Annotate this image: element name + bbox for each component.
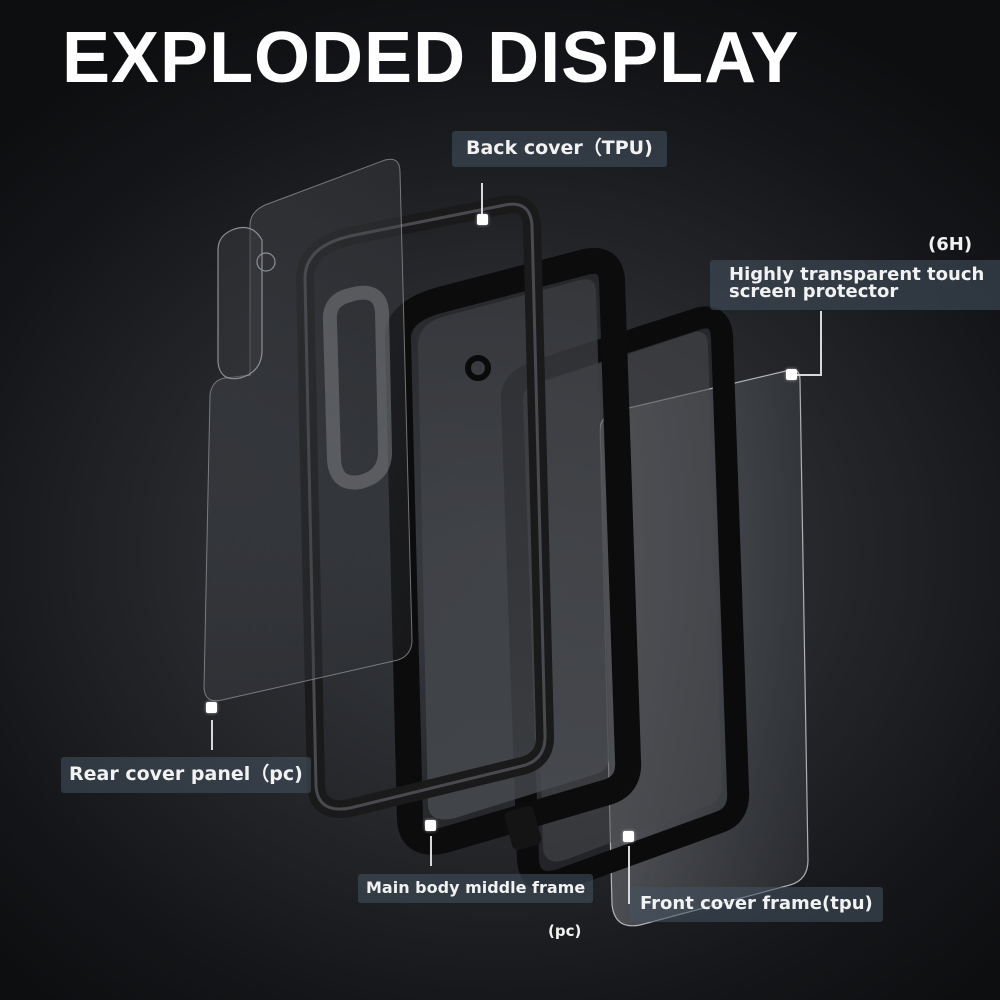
connector-line-back-cover: [481, 183, 483, 215]
connector-line-rear-cover: [211, 720, 213, 750]
marker-dot-back-cover: [477, 214, 488, 225]
label-front-cover-frame: Front cover frame(tpu): [630, 887, 883, 922]
label-main-body-frame: Main body middle frame: [358, 874, 594, 903]
connector-line-screen-protector-v: [820, 311, 822, 375]
marker-dot-main-body: [425, 820, 436, 831]
label-screen-hardness: (6H): [928, 234, 973, 255]
main-body-frame-layer: [384, 247, 642, 855]
label-screen-protector-line2: screen protector: [729, 281, 899, 303]
label-screen-protector-line1: Highly transparent touch: [729, 264, 985, 285]
marker-dot-front-cover: [623, 831, 634, 842]
connector-line-screen-protector-h: [795, 374, 822, 376]
label-back-cover: Back cover（TPU): [452, 131, 667, 167]
connector-line-main-body: [430, 836, 432, 866]
rear-cover-panel-layer: [203, 158, 413, 702]
label-front-cover-frame-text: Front cover frame(tpu): [640, 893, 873, 914]
page-title: EXPLODED DISPLAY: [62, 18, 800, 98]
label-rear-cover-panel-text: Rear cover panel（pc): [69, 763, 303, 785]
label-screen-protector: Highly transparent touch screen protecto…: [710, 260, 1000, 311]
label-back-cover-text: Back cover（TPU): [466, 137, 653, 159]
marker-dot-screen-protector: [786, 369, 797, 380]
connector-line-front-cover: [628, 846, 630, 904]
label-main-body-material: (pc): [548, 922, 582, 940]
label-main-body-frame-text: Main body middle frame: [366, 878, 586, 897]
label-rear-cover-panel: Rear cover panel（pc): [61, 757, 311, 793]
marker-dot-rear-cover: [206, 702, 217, 713]
